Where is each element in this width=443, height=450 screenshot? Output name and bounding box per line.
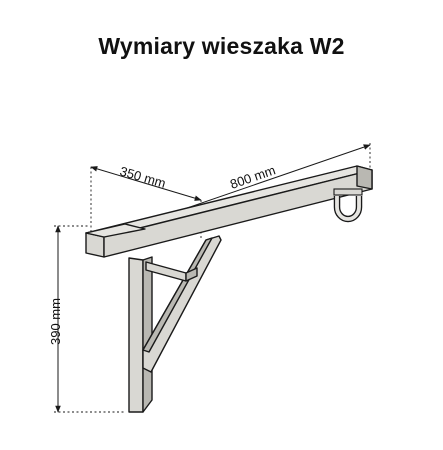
height-label: 390 mm (48, 298, 63, 345)
wall-post (128, 256, 153, 413)
connector-block (145, 261, 198, 282)
hanging-ring (333, 188, 363, 223)
diagram-title: Wymiary wieszaka W2 (98, 33, 345, 59)
horizontal-arm (85, 165, 373, 258)
diagonal-brace (142, 235, 222, 373)
depth-label: 350 mm (118, 163, 167, 190)
